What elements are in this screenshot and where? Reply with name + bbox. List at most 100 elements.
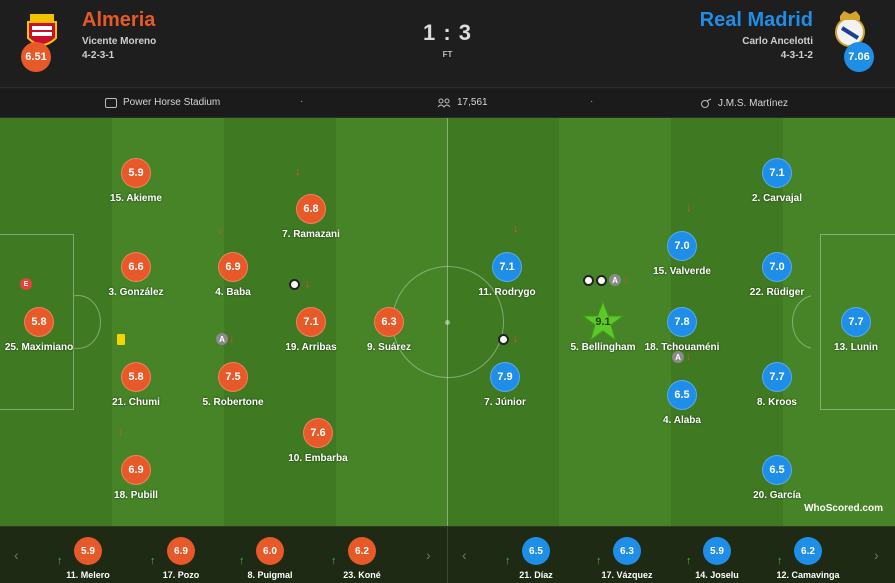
substitute-name: 11. Melero [66, 570, 110, 580]
away-substitute[interactable]: 5.9↑14. Joselu [672, 537, 762, 580]
player-rating: 6.5 [667, 380, 697, 410]
home-subs-prev-icon[interactable]: ‹ [14, 547, 19, 563]
yellow-card-icon [117, 333, 125, 345]
home-substitute[interactable]: 5.9↑11. Melero [43, 537, 133, 580]
subbed-off-arrow-icon: ↓ [686, 202, 692, 214]
substitute-name: 21. Díaz [519, 570, 553, 580]
match-status: FT [442, 50, 453, 59]
player-rating: 7.6 [303, 418, 333, 448]
away-substitute[interactable]: 6.5↑21. Díaz [491, 537, 581, 580]
player-rating: 9.1 [595, 316, 611, 328]
stadium-icon [105, 97, 117, 108]
subbed-on-arrow-icon: ↑ [777, 555, 783, 567]
substitute-name: 8. Puigmal [247, 570, 293, 580]
player-name: 25. Maximiano [4, 342, 74, 353]
away-subs-next-icon[interactable]: › [874, 547, 879, 563]
substitute-name: 12. Camavinga [776, 570, 840, 580]
substitute-name: 17. Pozo [162, 570, 200, 580]
substitute-rating: 6.2 [794, 537, 822, 565]
away-subs-prev-icon[interactable]: ‹ [462, 547, 467, 563]
assist-icon: A [672, 351, 684, 363]
player-rating: 7.0 [762, 252, 792, 282]
substitute-rating: 6.0 [256, 537, 284, 565]
player-event-icons: ↓ [295, 166, 301, 178]
home-player[interactable]: 7.6 10. Embarba [268, 418, 368, 464]
player-name: 7. Júnior [484, 397, 526, 408]
subbed-off-arrow-icon: ↓ [513, 333, 519, 345]
referee-info: J.M.S. Martínez [700, 97, 788, 109]
away-substitute[interactable]: 6.2 ↑ 12. Camavinga [763, 537, 853, 580]
player-name: 10. Embarba [288, 453, 348, 464]
player-name: 8. Kroos [756, 397, 797, 408]
home-substitute[interactable]: 6.2↑23. Koné [317, 537, 407, 580]
player-event-icons: ↓ [623, 274, 629, 286]
player-rating: 6.9 [218, 252, 248, 282]
player-rating: 7.0 [667, 231, 697, 261]
player-name: 5. Robertone [202, 397, 264, 408]
player-name: 15. Valverde [653, 266, 711, 277]
player-name: 4. Alaba [663, 415, 701, 426]
player-rating: 7.1 [492, 252, 522, 282]
player-event-icons [289, 278, 300, 290]
home-substitute[interactable]: 6.0↑8. Puigmal [225, 537, 315, 580]
player-rating: 7.7 [841, 307, 871, 337]
error-icon: E [20, 278, 32, 290]
subbed-on-arrow-icon: ↑ [596, 555, 602, 567]
home-formation: 4-2-3-1 [82, 50, 115, 61]
match-score: 1 : 3 [422, 20, 473, 45]
goal-ball-icon [289, 278, 300, 290]
player-rating: 6.5 [762, 455, 792, 485]
substitute-name: 17. Vázquez [601, 570, 653, 580]
away-player[interactable]: 7.0 15. Valverde [632, 231, 732, 277]
player-event-icons [583, 274, 594, 286]
stadium-name: Power Horse Stadium [123, 97, 221, 108]
whoscored-watermark: WhoScored.com [804, 503, 883, 514]
player-rating: 5.9 [121, 158, 151, 188]
home-substitute[interactable]: 6.9↑17. Pozo [136, 537, 226, 580]
player-rating: 7.7 [762, 362, 792, 392]
stadium-info: Power Horse Stadium [105, 97, 220, 108]
player-event-icons: A [672, 351, 684, 363]
player-rating: 6.3 [374, 307, 404, 337]
player-event-icons: ↓ [218, 224, 224, 236]
away-player[interactable]: 6.5 4. Alaba [632, 380, 732, 426]
away-player[interactable]: 7.7 8. Kroos [727, 362, 827, 408]
player-event-icons: ↓ [686, 351, 692, 363]
player-name: 21. Chumi [112, 397, 160, 408]
away-team-name[interactable]: Real Madrid [699, 9, 813, 31]
away-player[interactable]: 7.9 7. Júnior [455, 362, 555, 408]
player-name: 7. Ramazani [282, 229, 340, 240]
subbed-on-arrow-icon: ↑ [505, 555, 511, 567]
home-player[interactable]: 6.9 4. Baba [183, 252, 283, 298]
player-name: 4. Baba [215, 287, 251, 298]
center-spot [445, 320, 450, 325]
player-event-icons: ↓ [229, 333, 235, 345]
away-penalty-area [820, 234, 895, 410]
home-subs-next-icon[interactable]: › [426, 547, 431, 563]
home-team-name[interactable]: Almeria [82, 9, 156, 31]
away-substitute[interactable]: 6.3↑17. Vázquez [582, 537, 672, 580]
separator: · [300, 96, 304, 107]
player-rating: 7.1 [296, 307, 326, 337]
player-rating: 7.9 [490, 362, 520, 392]
player-name: 18. Pubill [114, 490, 158, 501]
player-event-icons [117, 333, 125, 345]
people-icon [437, 98, 451, 108]
away-player[interactable]: 9.1 5. Bellingham [553, 301, 653, 353]
player-name: 5. Bellingham [570, 342, 636, 353]
